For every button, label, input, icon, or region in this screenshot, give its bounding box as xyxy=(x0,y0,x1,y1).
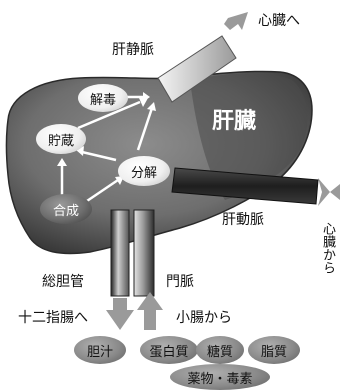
sugar-label: 糖質 xyxy=(206,344,233,360)
artery-arrow xyxy=(330,184,340,200)
portal-vein-label: 門脈 xyxy=(166,274,194,290)
storage-label: 貯蔵 xyxy=(47,133,74,149)
to-heart-top-label: 心臓へ xyxy=(258,13,300,29)
liver-title: 肝臓 xyxy=(212,108,257,134)
protein-pill: 蛋白質 xyxy=(140,336,198,364)
synthesis-pill: 合成 xyxy=(40,194,92,224)
hepatic-vein-arrow xyxy=(224,12,248,30)
hepatic-artery-label: 肝動脈 xyxy=(222,212,264,228)
hepatic-vein-label: 肝静脈 xyxy=(112,42,154,58)
up-arrow xyxy=(137,292,163,330)
decompose-label: 分解 xyxy=(130,165,157,181)
from-heart-label: 心臓から xyxy=(320,222,335,274)
bile-label: 胆汁 xyxy=(86,344,113,360)
fat-pill: 脂質 xyxy=(248,336,300,364)
down-arrow xyxy=(106,298,134,330)
decompose-pill: 分解 xyxy=(118,156,170,186)
function-arrows xyxy=(57,92,156,205)
bile-duct-tube xyxy=(110,209,130,297)
hepatic-vein-tube xyxy=(157,35,237,103)
fat-label: 脂質 xyxy=(260,344,287,360)
synthesis-label: 合成 xyxy=(52,203,79,219)
detox-pill: 解毒 xyxy=(78,84,128,112)
bile-pill: 胆汁 xyxy=(74,336,126,364)
hepatic-artery-tube xyxy=(171,167,319,205)
sugar-pill: 糖質 xyxy=(196,336,244,364)
storage-pill: 貯蔵 xyxy=(36,124,86,154)
drugs-toxins-pill: 薬物・毒素 xyxy=(170,364,270,390)
protein-label: 蛋白質 xyxy=(149,344,189,360)
from-small-intestine-label: 小腸から xyxy=(176,310,232,326)
to-duodenum-label: 十二指腸へ xyxy=(18,310,88,326)
detox-label: 解毒 xyxy=(89,92,116,108)
artery-arrow-head xyxy=(318,178,330,206)
portal-vein-tube xyxy=(133,209,155,297)
drugs-toxins-label: 薬物・毒素 xyxy=(187,371,253,387)
common-bile-duct-label: 総胆管 xyxy=(42,274,84,290)
liver-right-lobe-shade xyxy=(190,73,308,200)
